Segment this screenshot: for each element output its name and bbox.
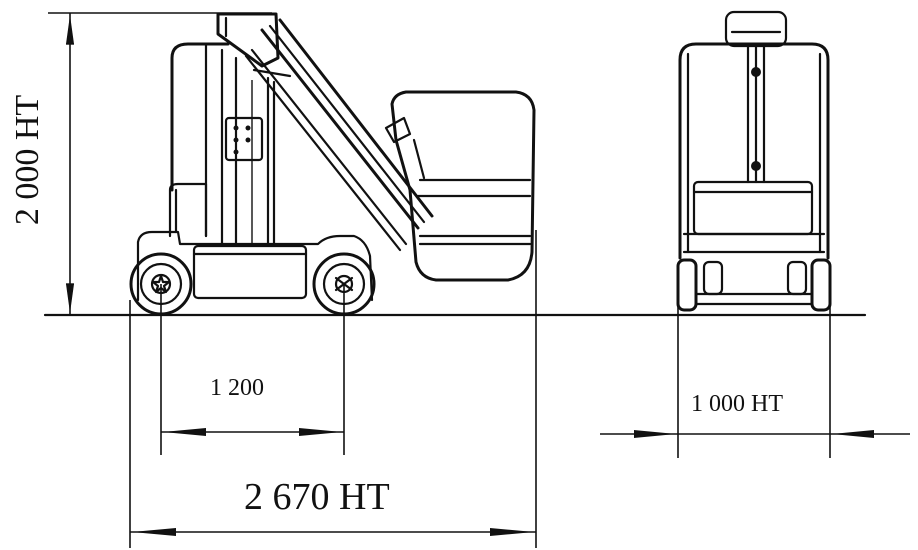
width-dimension — [600, 300, 910, 458]
length-label: 2 670 HT — [244, 476, 390, 518]
wheelbase-label: 1 200 — [210, 375, 264, 401]
wheelbase-dimension — [160, 284, 345, 455]
width-label: 1 000 HT — [691, 391, 783, 417]
height-dimension — [48, 12, 272, 315]
side-view-lift — [129, 12, 536, 316]
front-view-lift — [676, 10, 832, 312]
length-dimension — [129, 230, 537, 548]
height-label: 2 000 HT — [9, 94, 46, 226]
